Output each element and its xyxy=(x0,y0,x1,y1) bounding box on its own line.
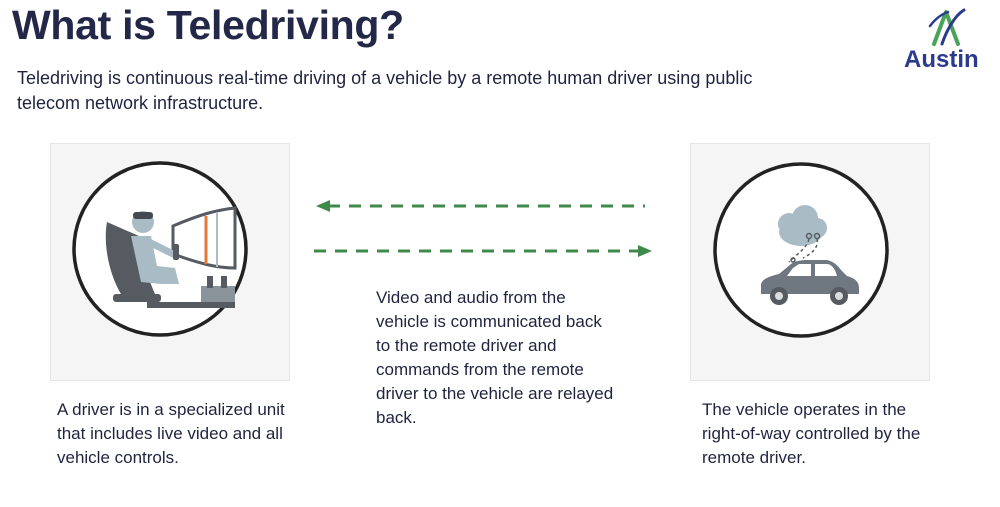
dashed-arrow-right-icon xyxy=(314,245,652,257)
austin-logo-icon xyxy=(928,8,966,46)
intro-text: Teledriving is continuous real-time driv… xyxy=(17,68,753,113)
page-title: What is Teledriving? xyxy=(12,2,404,48)
vehicle-panel xyxy=(690,143,930,381)
remote-driver-station-icon xyxy=(72,161,248,337)
communication-arrows xyxy=(314,200,652,257)
vehicle-caption: The vehicle operates in the right-of-way… xyxy=(702,400,921,467)
car-with-cloud-icon xyxy=(713,162,889,338)
driver-caption: A driver is in a specialized unit that i… xyxy=(57,400,285,467)
driver-panel xyxy=(50,143,290,381)
logo-text: Austin xyxy=(904,46,979,73)
communication-caption: Video and audio from the vehicle is comm… xyxy=(376,288,614,427)
dashed-arrow-left-icon xyxy=(316,200,645,212)
